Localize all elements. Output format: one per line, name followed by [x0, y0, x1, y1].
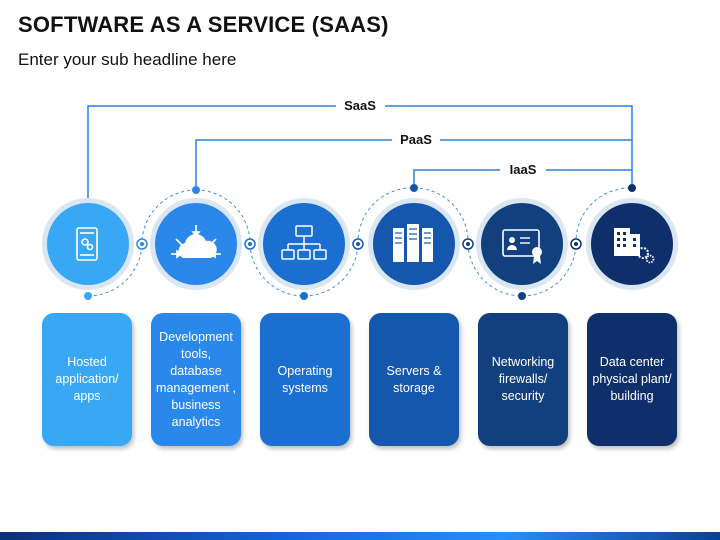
bottom-accent-bar	[0, 532, 720, 540]
dashed-arc-2	[141, 189, 251, 245]
dot-bottom-3	[300, 292, 308, 300]
dot-top-4	[410, 184, 418, 192]
certificate-icon	[502, 229, 542, 264]
dashed-arc-4	[357, 187, 469, 245]
network-icon	[281, 225, 327, 260]
dashed-arc-3	[249, 243, 359, 297]
card-operating-systems: Operating systems	[260, 313, 350, 446]
saas-bracket-right	[385, 105, 633, 188]
card-networking: Networking firewalls/ security	[478, 313, 568, 446]
card-hosted-apps: Hosted application/ apps	[42, 313, 132, 446]
dashed-arcs	[87, 187, 633, 297]
dashed-arc-5	[467, 243, 577, 297]
dot-bottom-5	[518, 292, 526, 300]
card-label: Servers & storage	[386, 363, 442, 395]
dot-top-2	[192, 186, 200, 194]
paas-label: PaaS	[400, 132, 432, 147]
card-data-center: Data center physical plant/ building	[587, 313, 677, 446]
card-development-tools: Development tools, database management ,…	[151, 313, 241, 446]
dashed-arc-1	[87, 243, 143, 297]
building-icon	[614, 228, 655, 264]
card-label: Networking firewalls/ security	[491, 355, 555, 403]
server-icon	[393, 224, 433, 262]
page-title: SOFTWARE AS A SERVICE (SAAS)	[18, 12, 389, 37]
dashed-arc-6	[575, 187, 633, 245]
saas-bracket-left	[87, 105, 336, 208]
page-subtitle: Enter your sub headline here	[18, 50, 237, 69]
mobile-app-icon	[76, 227, 98, 261]
card-label: Development tools, database management ,…	[156, 329, 236, 429]
card-label: Data center physical plant/ building	[592, 355, 672, 403]
connector-dots	[84, 184, 636, 300]
saas-label: SaaS	[344, 98, 376, 113]
card-label: Hosted application/ apps	[55, 355, 119, 403]
card-label: Operating systems	[277, 363, 333, 395]
card-servers-storage: Servers & storage	[369, 313, 459, 446]
bracket-lines	[87, 105, 633, 208]
iaas-bracket-left	[413, 169, 500, 188]
dot-bottom-1	[84, 292, 92, 300]
dot-top-6	[628, 184, 636, 192]
iaas-label: IaaS	[510, 162, 537, 177]
circle-5	[481, 203, 563, 285]
cloud-download-icon	[171, 225, 221, 259]
paas-bracket-left	[195, 139, 392, 190]
